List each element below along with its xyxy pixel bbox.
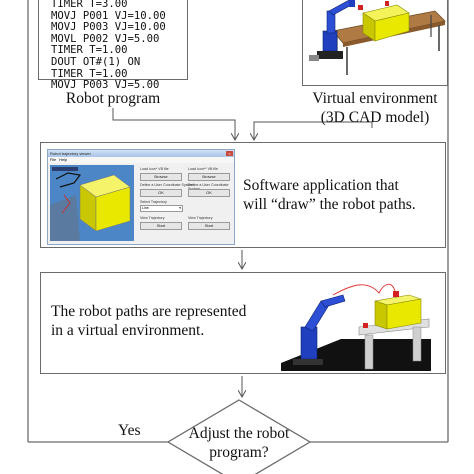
chevron-down-icon: ▾ [179,206,181,210]
load-trajectory-label: Load Icon** VB file [188,167,218,171]
yes-label: Yes [118,422,141,439]
code-line: MOVJ P001 VJ=10.00 [51,9,166,22]
paths-description-line1: The robot paths are represented [51,303,247,320]
robot-program-caption: Robot program [65,90,161,107]
close-icon[interactable]: × [226,150,233,156]
ok-button-1[interactable]: OK [140,189,182,197]
app-menu-bar: File Help [48,157,234,163]
paths-description-line2: in a virtual environment. [51,322,205,339]
code-line: MOVL P002 VJ=5.00 [51,32,160,45]
code-line: TIMER T=1.00 [51,44,128,57]
select-trajectory-label: Select Trajectory [140,200,167,204]
code-line: TIMER T=1.00 [51,67,128,80]
decision-text-line1: Adjust the robot [188,425,290,442]
menu-help[interactable]: Help [59,158,68,162]
menu-file[interactable]: File [50,158,57,162]
browse-button-2[interactable]: Browse [188,173,230,181]
cad-scene-image [309,0,446,75]
app-title-bar: Robot trajectory viewer × [48,150,234,157]
view-trajectory-label-1: View Trajectory [140,216,165,220]
app-window-screenshot: Robot trajectory viewer × File Help Load… [47,149,235,245]
robot-paths-box: The robot paths are represented in a vir… [40,272,446,374]
robot-paths-scene-image [281,283,431,371]
browse-button-1[interactable]: Browse [140,173,182,181]
decision-text-line2: program? [209,444,269,461]
load-icon-label: Load Icon* VB file [140,167,169,171]
software-description-line1: Software application that [243,177,399,194]
trajectory-select-value: Line [142,206,149,210]
arrow-program-to-software [112,108,235,139]
viewport-scene [50,165,134,241]
code-line: MOVJ P003 VJ=5.00 [51,79,160,92]
robot-program-box: TIMER T=3.00 MOVJ P001 VJ=10.00 MOVJ P00… [38,0,188,91]
software-application-box: Robot trajectory viewer × File Help Load… [40,142,446,248]
view-trajectory-label-2: View Trajectory [188,216,213,220]
code-line: TIMER T=3.00 [51,0,128,10]
trajectory-select[interactable]: Line ▾ [140,205,183,212]
code-line: DOUT OT#(1) ON [51,55,141,68]
app-3d-viewport[interactable] [50,165,134,241]
app-title: Robot trajectory viewer [50,151,91,156]
arrow-env-to-software [254,121,373,139]
virtual-environment-box [302,0,448,86]
define-user-cs-label-1: Define a User Coordinate System [140,183,194,187]
software-description-line2: will “draw” the robot paths. [243,196,416,213]
ok-button-2[interactable]: OK [188,189,230,197]
code-line: MOVJ P003 VJ=10.00 [51,21,166,34]
start-button-2[interactable]: Start [188,222,230,230]
decision-diamond [166,399,312,474]
virtual-environment-caption-line2: (3D CAD model) [320,109,430,126]
virtual-environment-caption-line1: Virtual environment [312,90,438,107]
start-button-1[interactable]: Start [140,222,182,230]
robot-program-code: TIMER T=3.00 MOVJ P001 VJ=10.00 MOVJ P00… [51,0,166,92]
